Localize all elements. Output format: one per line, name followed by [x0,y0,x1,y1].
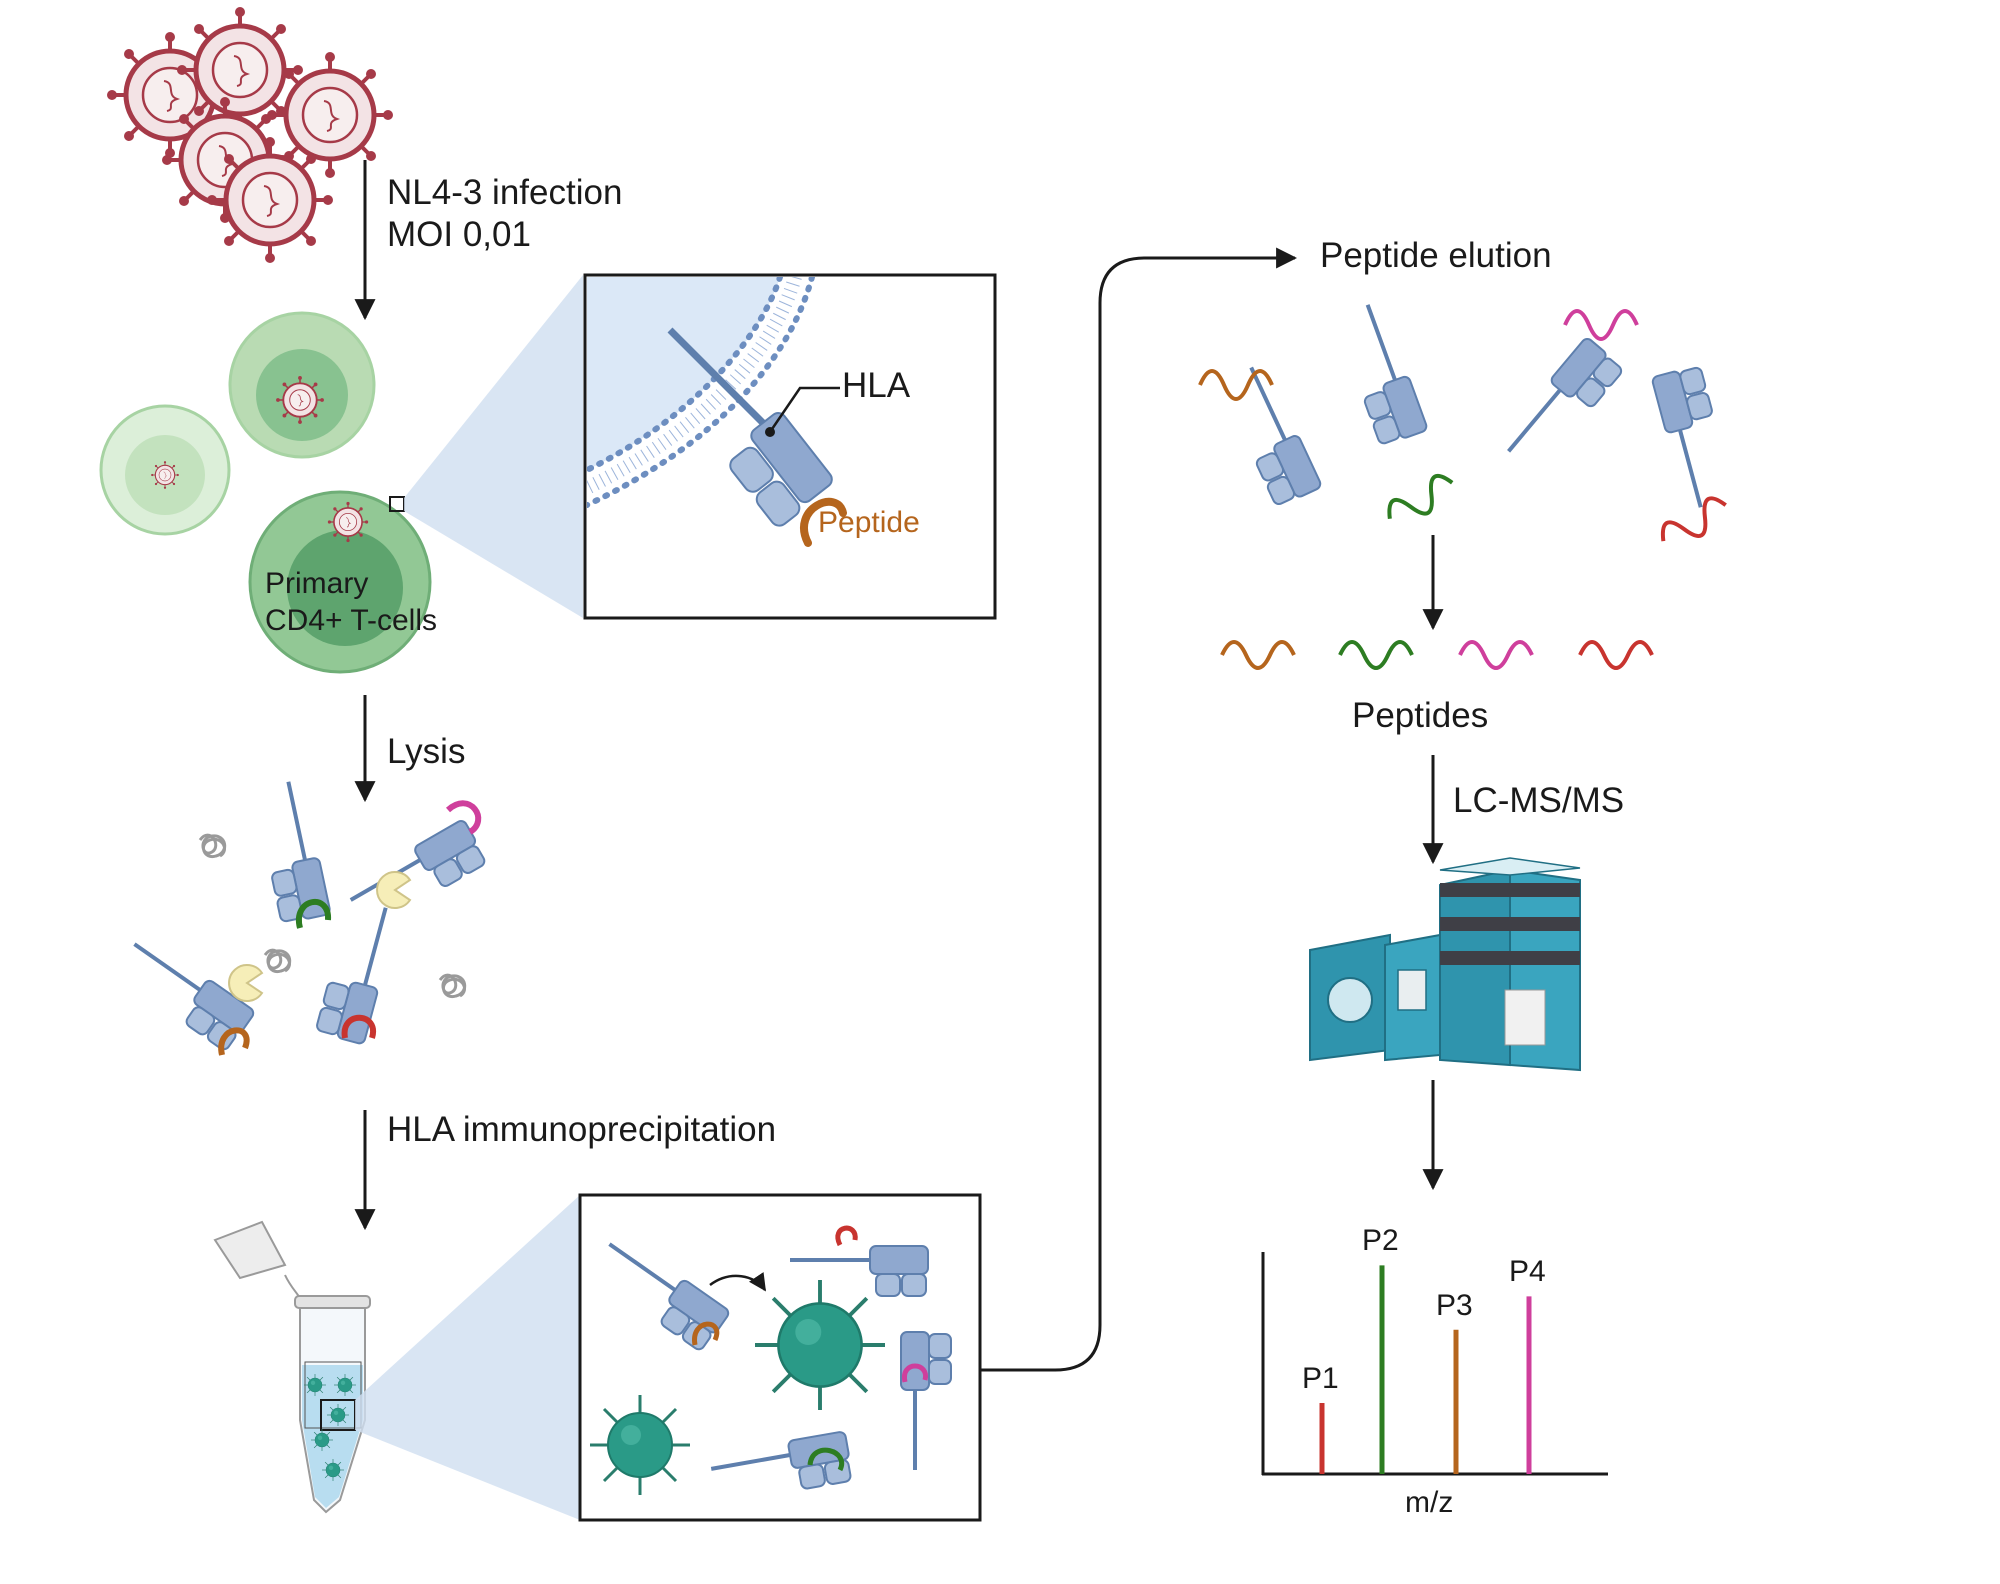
arrow-to-elution [980,247,1298,1372]
peak-label-p1: P1 [1302,1361,1339,1395]
lysis-label: Lysis [387,732,466,771]
ip-inset [578,1193,982,1522]
peak-label-p4: P4 [1509,1255,1546,1289]
lcms-label: LC-MS/MS [1453,781,1625,820]
cell-label-line2: CD4+ T-cells [265,604,438,637]
hla-ip-label: HLA immunoprecipitation [387,1110,777,1149]
peptide-label: Peptide [818,506,920,539]
t-cells [99,311,432,674]
spectrum-chart [1261,1252,1608,1476]
zoom-wedge-ip [355,1195,580,1520]
peak-label-p2: P2 [1362,1224,1399,1258]
peptide-row [1220,640,1654,670]
infection-label-line2: MOI 0,01 [387,215,531,254]
zoom-wedge-hla [404,275,583,618]
eppendorf-tube [213,1220,371,1514]
peak-label-p3: P3 [1436,1288,1473,1322]
elution-scene [1198,298,1738,542]
lcms-instrument [1309,857,1581,1072]
virus-cluster [107,7,393,263]
hla-label: HLA [842,366,911,405]
infection-label-line1: NL4-3 infection [387,173,623,212]
peptides-label: Peptides [1352,696,1489,735]
cell-label-line1: Primary [265,567,369,600]
peptide-elution-label: Peptide elution [1320,236,1552,275]
chart-x-label: m/z [1405,1486,1454,1519]
lysate [111,776,491,1056]
hla-inset [583,273,997,620]
